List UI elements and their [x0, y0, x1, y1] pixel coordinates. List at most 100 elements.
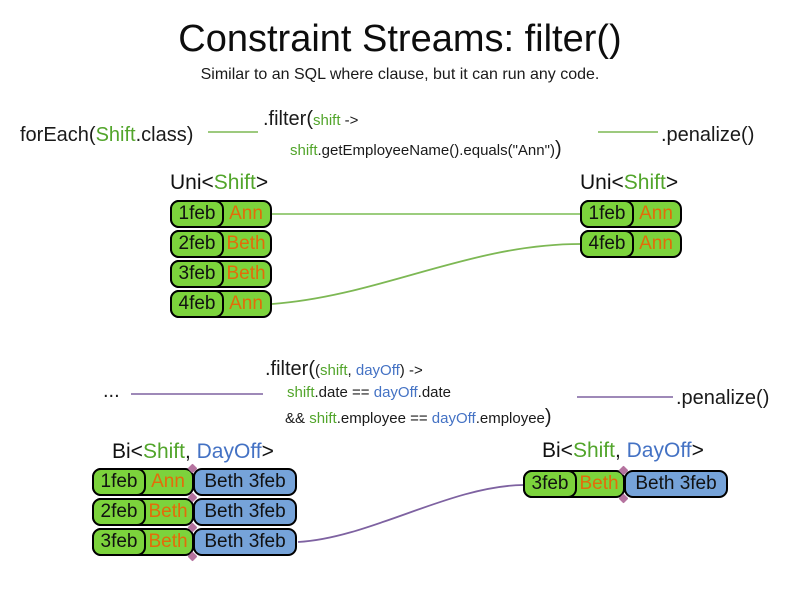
label-text: Uni< — [580, 171, 624, 194]
code-text: .filter( — [263, 108, 313, 130]
dayoff-type-token: DayOff — [626, 439, 692, 462]
date-cell: 3feb — [92, 528, 146, 556]
dayoff-param-token: dayOff — [373, 384, 418, 401]
dayoff-part: Beth 3feb — [624, 470, 728, 498]
employee-cell: Beth — [226, 233, 266, 254]
label-text: Bi< — [112, 440, 143, 463]
date-cell: 2feb — [170, 230, 224, 258]
employee-cell: Ann — [639, 233, 673, 254]
employee-cell: Ann — [639, 203, 673, 224]
label-text: Bi< — [542, 439, 573, 462]
date-cell: 3feb — [170, 260, 224, 288]
code-text: .class) — [135, 124, 194, 146]
shift-param-token: shift — [287, 384, 315, 401]
employee-cell: Beth — [226, 263, 266, 284]
employee-cell: Beth — [148, 531, 188, 552]
date-cell: 2feb — [92, 498, 146, 526]
dayoff-part: Beth 3feb — [193, 498, 297, 526]
code-text: forEach( — [20, 124, 96, 146]
filter2-expression-line2: shift.date == dayOff.date — [287, 384, 451, 401]
employee-cell: Ann — [229, 293, 263, 314]
label-text: > — [255, 171, 269, 194]
uni-shift-label-right: Uni<Shift> — [580, 171, 678, 195]
dayoff-param-token: dayOff — [355, 362, 400, 379]
arrow-token: -> — [404, 362, 423, 379]
close-paren-token: ) — [544, 406, 552, 428]
filter2-expression-line1: .filter((shift, dayOff) -> — [265, 358, 423, 381]
date-cell: 4feb — [580, 230, 634, 258]
label-text: > — [691, 439, 704, 462]
shift-type-token: Shift — [213, 171, 256, 194]
code-text: .employee == — [336, 410, 432, 427]
date-cell: 4feb — [170, 290, 224, 318]
ellipsis-source: ... — [103, 380, 120, 402]
code-text: && — [285, 410, 310, 427]
connector-4feb-to-4feb — [271, 243, 581, 305]
close-paren-token: ) — [554, 138, 562, 160]
date-cell: 1feb — [92, 468, 146, 496]
employee-cell: Ann — [151, 471, 185, 492]
date-cell: 3feb — [523, 470, 577, 498]
dayoff-part: Beth 3feb — [193, 528, 297, 556]
label-text: Uni< — [170, 171, 214, 194]
employee-cell: Ann — [229, 203, 263, 224]
bi-shift-dayoff-label-right: Bi<Shift, DayOff> — [542, 439, 704, 463]
filter1-expression-line1: .filter(shift -> — [263, 108, 358, 131]
label-text: > — [261, 440, 274, 463]
penalize1-expression: .penalize() — [661, 124, 755, 146]
code-text: .date — [417, 384, 452, 401]
filter1-expression-line2: shift.getEmployeeName().equals("Ann")) — [290, 138, 562, 161]
connector-bi-tuple-to-result — [297, 484, 524, 543]
shift-param-token: shift — [290, 142, 318, 159]
uni-shift-label-left: Uni<Shift> — [170, 171, 268, 195]
code-text: .getEmployeeName().equals("Ann") — [317, 142, 555, 159]
slide-title: Constraint Streams: filter() — [178, 18, 622, 60]
filter2-expression-line3: && shift.employee == dayOff.employee) — [285, 406, 552, 429]
employee-cell: Beth — [148, 501, 188, 522]
date-cell: 1feb — [580, 200, 634, 228]
arrow-token: -> — [340, 112, 359, 129]
label-text: > — [665, 171, 679, 194]
label-text: , — [614, 439, 627, 462]
code-text: .employee — [475, 410, 545, 427]
date-cell: 1feb — [170, 200, 224, 228]
shift-param-token: shift — [313, 112, 341, 129]
shift-type-token: Shift — [142, 440, 185, 463]
employee-cell: Beth — [579, 473, 619, 494]
shift-class-token: Shift — [95, 124, 136, 146]
dayoff-type-token: DayOff — [196, 440, 262, 463]
bi-shift-dayoff-label-left: Bi<Shift, DayOff> — [112, 440, 274, 464]
code-text: .date == — [314, 384, 374, 401]
shift-param-token: shift — [320, 362, 348, 379]
penalize2-expression: .penalize() — [676, 387, 770, 409]
foreach-expression: forEach(Shift.class) — [20, 124, 193, 147]
label-text: , — [184, 440, 197, 463]
dayoff-param-token: dayOff — [431, 410, 476, 427]
open-paren-token: ( — [315, 362, 320, 379]
slide-subtitle: Similar to an SQL where clause, but it c… — [200, 66, 600, 83]
shift-param-token: shift — [309, 410, 337, 427]
close-paren-token: ) — [399, 362, 405, 379]
code-text: .filter( — [265, 358, 315, 380]
dayoff-part: Beth 3feb — [193, 468, 297, 496]
shift-type-token: Shift — [623, 171, 666, 194]
